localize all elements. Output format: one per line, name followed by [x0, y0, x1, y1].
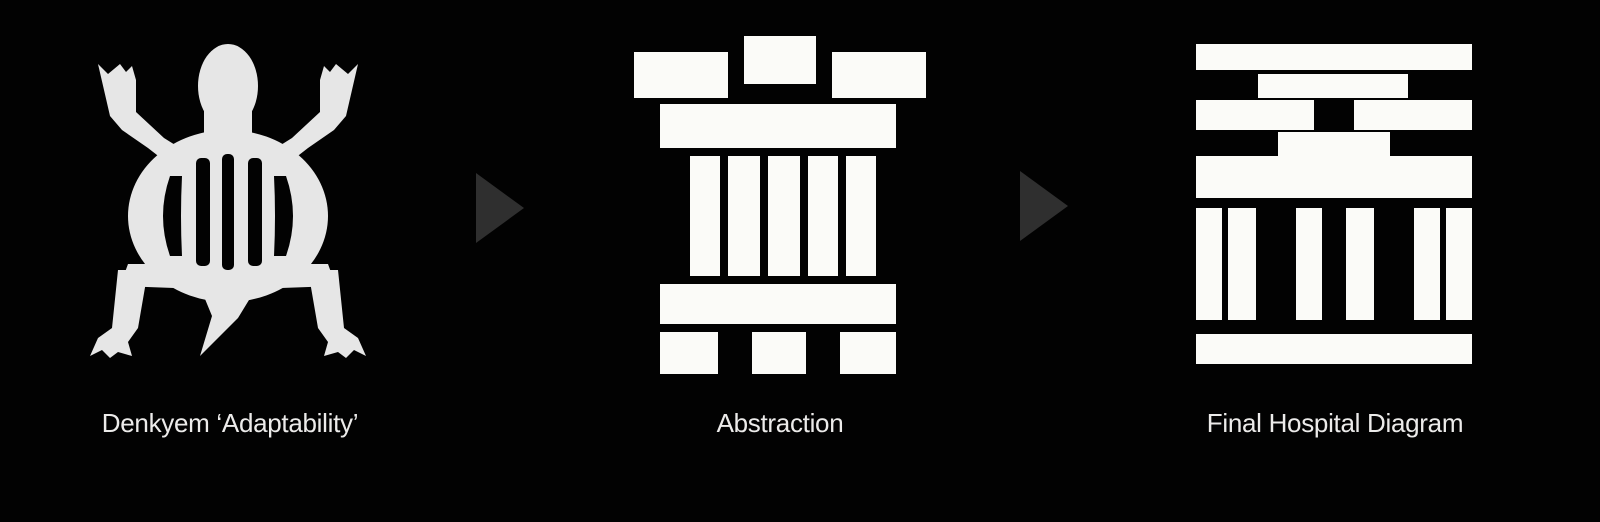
caption-abstraction: Abstraction [716, 408, 844, 438]
caption-denkyem: Denkyem ‘Adaptability’ [101, 408, 359, 438]
hospital-diagram [1196, 44, 1472, 364]
arrow-right-icon [476, 173, 524, 243]
arrow-right-icon [1020, 171, 1068, 241]
caption-final-hospital-diagram: Final Hospital Diagram [1206, 408, 1464, 438]
abstraction-diagram [634, 36, 926, 374]
denkyem-symbol [90, 44, 366, 358]
